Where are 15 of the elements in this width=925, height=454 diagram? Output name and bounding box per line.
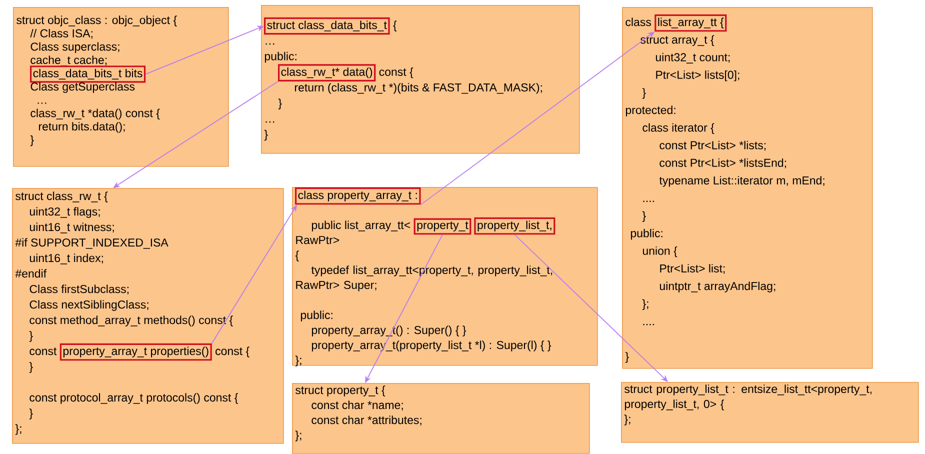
highlight-box: property_array_t properties() <box>60 343 212 361</box>
code-box: struct class_rw_t { uint32_t flags; uint16_t witness; #if SUPPORT_INDEXED_ISA uint16_t index; #endif Class firstSubclass; Class nextSiblingClass; const method_array_t methods() const { } const property_array_t properties() const { } const protocol_array_t protocols() const { } }; <box>12 188 284 444</box>
code-box: class property_array_t : public list_array_tt< property_t property_list_t, RawPtr> { typedef list_array_tt<property_t, property_list_t, RawPtr> Super; public: property_array_t() : Super() { } property_array_t(property_list_t *l) : Super(l) { } }; <box>292 187 598 366</box>
highlight-box: struct class_data_bits_t <box>264 17 390 35</box>
code-box: struct property_list_t : entsize_list_tt<property_t, property_list_t, 0> { }; <box>621 382 919 443</box>
highlight-box: property_list_t, <box>474 217 556 235</box>
highlight-box: list_array_tt { <box>654 14 727 32</box>
highlight-box: class_data_bits_t bits <box>30 66 146 83</box>
code-box: struct property_t { const char *name; const char *attributes; }; <box>292 383 590 454</box>
highlight-box: class property_array_t : <box>295 187 421 205</box>
highlight-box: property_t <box>414 218 472 235</box>
highlight-box: class_rw_t* data() <box>278 64 376 82</box>
code-box: struct objc_class : objc_object { // Class ISA; Class superclass; cache_t cache; class_data_bits_t bits Class getSuperclass … class_rw_t *data() const { return bits.data(); } <box>13 7 229 167</box>
arrow <box>514 234 668 382</box>
code-box: struct class_data_bits_t { … public: class_rw_t* data() const { return (class_rw_t *)(bits & FAST_DATA_MASK); } … } <box>261 5 580 154</box>
